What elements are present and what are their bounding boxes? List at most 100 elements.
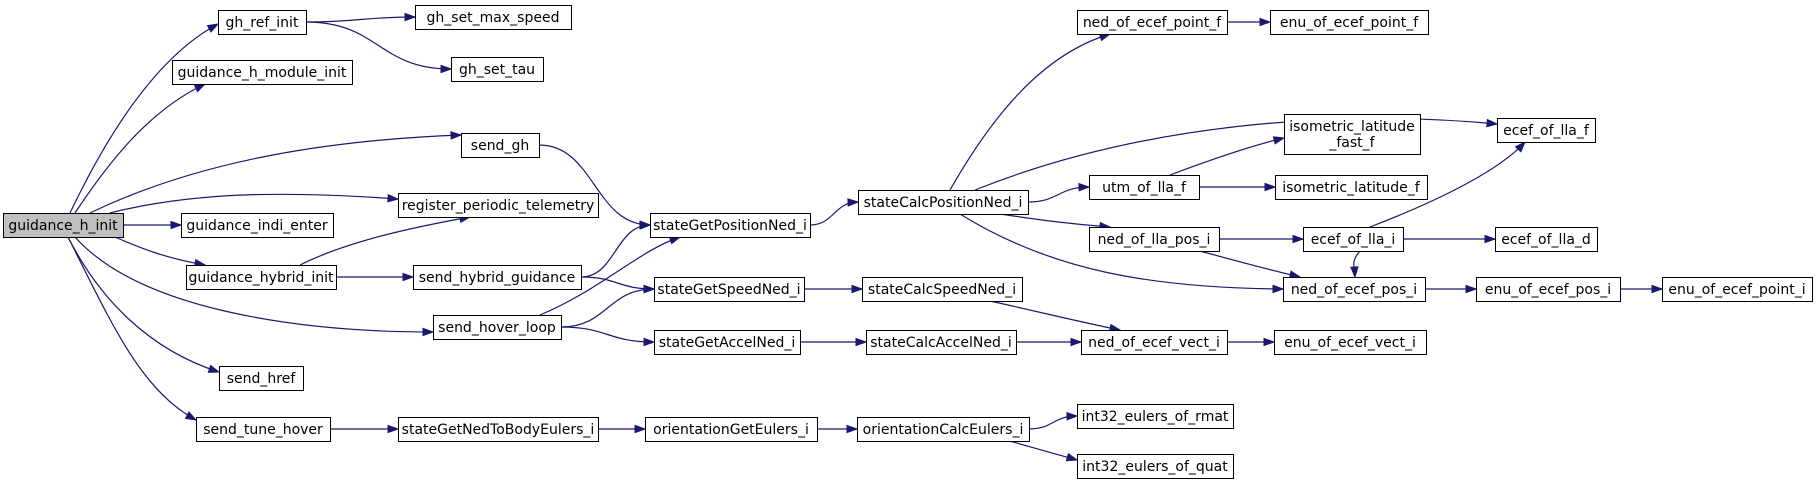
node-box[interactable]: [218, 10, 307, 35]
node-box[interactable]: [1283, 277, 1426, 302]
node-gh_set_tau[interactable]: gh_set_tau: [451, 57, 544, 82]
node-ned_of_ecef_pos_i[interactable]: ned_of_ecef_pos_i: [1283, 277, 1426, 302]
node-register_periodic_telemetry[interactable]: register_periodic_telemetry: [398, 193, 599, 218]
node-guidance_h_init[interactable]: guidance_h_init: [3, 213, 124, 238]
node-box[interactable]: [650, 213, 811, 238]
node-ned_of_ecef_vect_i[interactable]: ned_of_ecef_vect_i: [1081, 330, 1228, 355]
arrowhead: [184, 411, 198, 421]
node-stateGetAccelNed_i[interactable]: stateGetAccelNed_i: [654, 330, 801, 355]
node-box[interactable]: [219, 366, 304, 391]
node-ned_of_ecef_point_f[interactable]: ned_of_ecef_point_f: [1077, 10, 1228, 35]
node-label: stateGetNedToBodyEulers_i: [402, 422, 595, 438]
node-int32_eulers_of_quat[interactable]: int32_eulers_of_quat: [1077, 454, 1234, 479]
node-box[interactable]: [1081, 330, 1228, 355]
node-orientationGetEulers_i[interactable]: orientationGetEulers_i: [645, 417, 818, 442]
node-ecef_of_lla_d[interactable]: ecef_of_lla_d: [1495, 227, 1598, 252]
arrowhead: [422, 327, 435, 337]
node-enu_of_ecef_point_f[interactable]: enu_of_ecef_point_f: [1270, 10, 1429, 35]
node-box[interactable]: [186, 265, 337, 290]
node-box[interactable]: [1089, 175, 1200, 200]
node-stateGetNedToBodyEulers_i[interactable]: stateGetNedToBodyEulers_i: [398, 417, 599, 442]
arrowhead: [1465, 284, 1478, 294]
node-box[interactable]: [1662, 277, 1813, 302]
node-box[interactable]: [415, 5, 572, 30]
node-enu_of_ecef_pos_i[interactable]: enu_of_ecef_pos_i: [1476, 277, 1621, 302]
node-box[interactable]: [451, 57, 544, 82]
node-send_hover_loop[interactable]: send_hover_loop: [433, 315, 562, 340]
edge-guidance_h_init-to-guidance_indi_enter: [123, 220, 183, 230]
node-guidance_indi_enter[interactable]: guidance_indi_enter: [181, 213, 334, 238]
node-label: ned_of_ecef_point_f: [1083, 15, 1222, 31]
node-box[interactable]: [398, 417, 599, 442]
node-guidance_h_module_init[interactable]: guidance_h_module_init: [172, 60, 353, 85]
node-box[interactable]: [461, 133, 540, 158]
node-box[interactable]: [433, 315, 562, 340]
node-box[interactable]: [1077, 10, 1228, 35]
edge-line: [538, 144, 651, 226]
node-label: stateCalcSpeedNed_i: [868, 282, 1016, 298]
arrowhead: [193, 83, 207, 93]
node-utm_of_lla_f[interactable]: utm_of_lla_f: [1089, 175, 1200, 200]
node-box[interactable]: [645, 417, 818, 442]
edge-send_hover_loop-to-stateGetSpeedNed_i: [560, 284, 656, 328]
node-box[interactable]: [398, 193, 599, 218]
edge-line: [67, 236, 220, 373]
node-box[interactable]: [862, 277, 1023, 302]
node-box[interactable]: [413, 265, 582, 290]
node-gh_set_max_speed[interactable]: gh_set_max_speed: [415, 5, 572, 30]
node-box[interactable]: [1089, 227, 1220, 252]
node-orientationCalcEulers_i[interactable]: orientationCalcEulers_i: [857, 417, 1030, 442]
node-box[interactable]: [857, 417, 1030, 442]
node-box[interactable]: [1303, 227, 1404, 252]
node-box[interactable]: [654, 330, 801, 355]
node-enu_of_ecef_vect_i[interactable]: enu_of_ecef_vect_i: [1274, 330, 1427, 355]
node-ned_of_lla_pos_i[interactable]: ned_of_lla_pos_i: [1089, 227, 1220, 252]
node-box[interactable]: [654, 277, 805, 302]
edge-line: [1369, 141, 1526, 228]
arrowhead: [206, 23, 220, 33]
node-label: send_href: [227, 371, 297, 387]
root-node-box[interactable]: [3, 213, 124, 238]
arrowhead: [1350, 266, 1359, 279]
node-send_gh[interactable]: send_gh: [461, 133, 540, 158]
edge-line: [305, 21, 452, 70]
node-stateCalcAccelNed_i[interactable]: stateCalcAccelNed_i: [866, 330, 1017, 355]
node-isometric_latitude_fast_f[interactable]: isometric_latitude_fast_f: [1284, 114, 1421, 155]
edge-line: [1169, 137, 1285, 176]
node-label: guidance_indi_enter: [186, 218, 327, 234]
node-isometric_latitude_f[interactable]: isometric_latitude_f: [1275, 175, 1428, 200]
node-box[interactable]: [858, 190, 1029, 215]
node-guidance_hybrid_init[interactable]: guidance_hybrid_init: [186, 265, 337, 290]
node-box[interactable]: [1497, 118, 1596, 143]
node-box[interactable]: [181, 213, 334, 238]
edge-guidance_h_init-to-gh_ref_init: [69, 23, 220, 214]
edge-gh_ref_init-to-gh_set_tau: [305, 21, 453, 74]
node-stateGetPositionNed_i[interactable]: stateGetPositionNed_i: [650, 213, 811, 238]
node-box[interactable]: [866, 330, 1017, 355]
node-stateCalcSpeedNed_i[interactable]: stateCalcSpeedNed_i: [862, 277, 1023, 302]
node-ecef_of_lla_f[interactable]: ecef_of_lla_f: [1497, 118, 1596, 143]
node-gh_ref_init[interactable]: gh_ref_init: [218, 10, 307, 35]
node-box[interactable]: [1476, 277, 1621, 302]
node-label: ecef_of_lla_d: [1501, 232, 1591, 248]
node-box[interactable]: [1495, 227, 1598, 252]
node-stateCalcPositionNed_i[interactable]: stateCalcPositionNed_i: [858, 190, 1029, 215]
edge-ned_of_lla_pos_i-to-ecef_of_lla_i: [1219, 234, 1305, 244]
node-box[interactable]: [1284, 114, 1421, 155]
node-box[interactable]: [1270, 10, 1429, 35]
node-int32_eulers_of_rmat[interactable]: int32_eulers_of_rmat: [1077, 404, 1234, 429]
node-box[interactable]: [1274, 330, 1427, 355]
node-ecef_of_lla_i[interactable]: ecef_of_lla_i: [1303, 227, 1404, 252]
node-send_hybrid_guidance[interactable]: send_hybrid_guidance: [413, 265, 582, 290]
node-stateGetSpeedNed_i[interactable]: stateGetSpeedNed_i: [654, 277, 805, 302]
node-box[interactable]: [196, 417, 331, 442]
edge-line: [560, 288, 655, 328]
node-box[interactable]: [1077, 454, 1234, 479]
node-box[interactable]: [1077, 404, 1234, 429]
node-send_href[interactable]: send_href: [219, 366, 304, 391]
node-box[interactable]: [1275, 175, 1428, 200]
node-send_tune_hover[interactable]: send_tune_hover: [196, 417, 331, 442]
node-box[interactable]: [172, 60, 353, 85]
node-enu_of_ecef_point_i[interactable]: enu_of_ecef_point_i: [1662, 277, 1813, 302]
